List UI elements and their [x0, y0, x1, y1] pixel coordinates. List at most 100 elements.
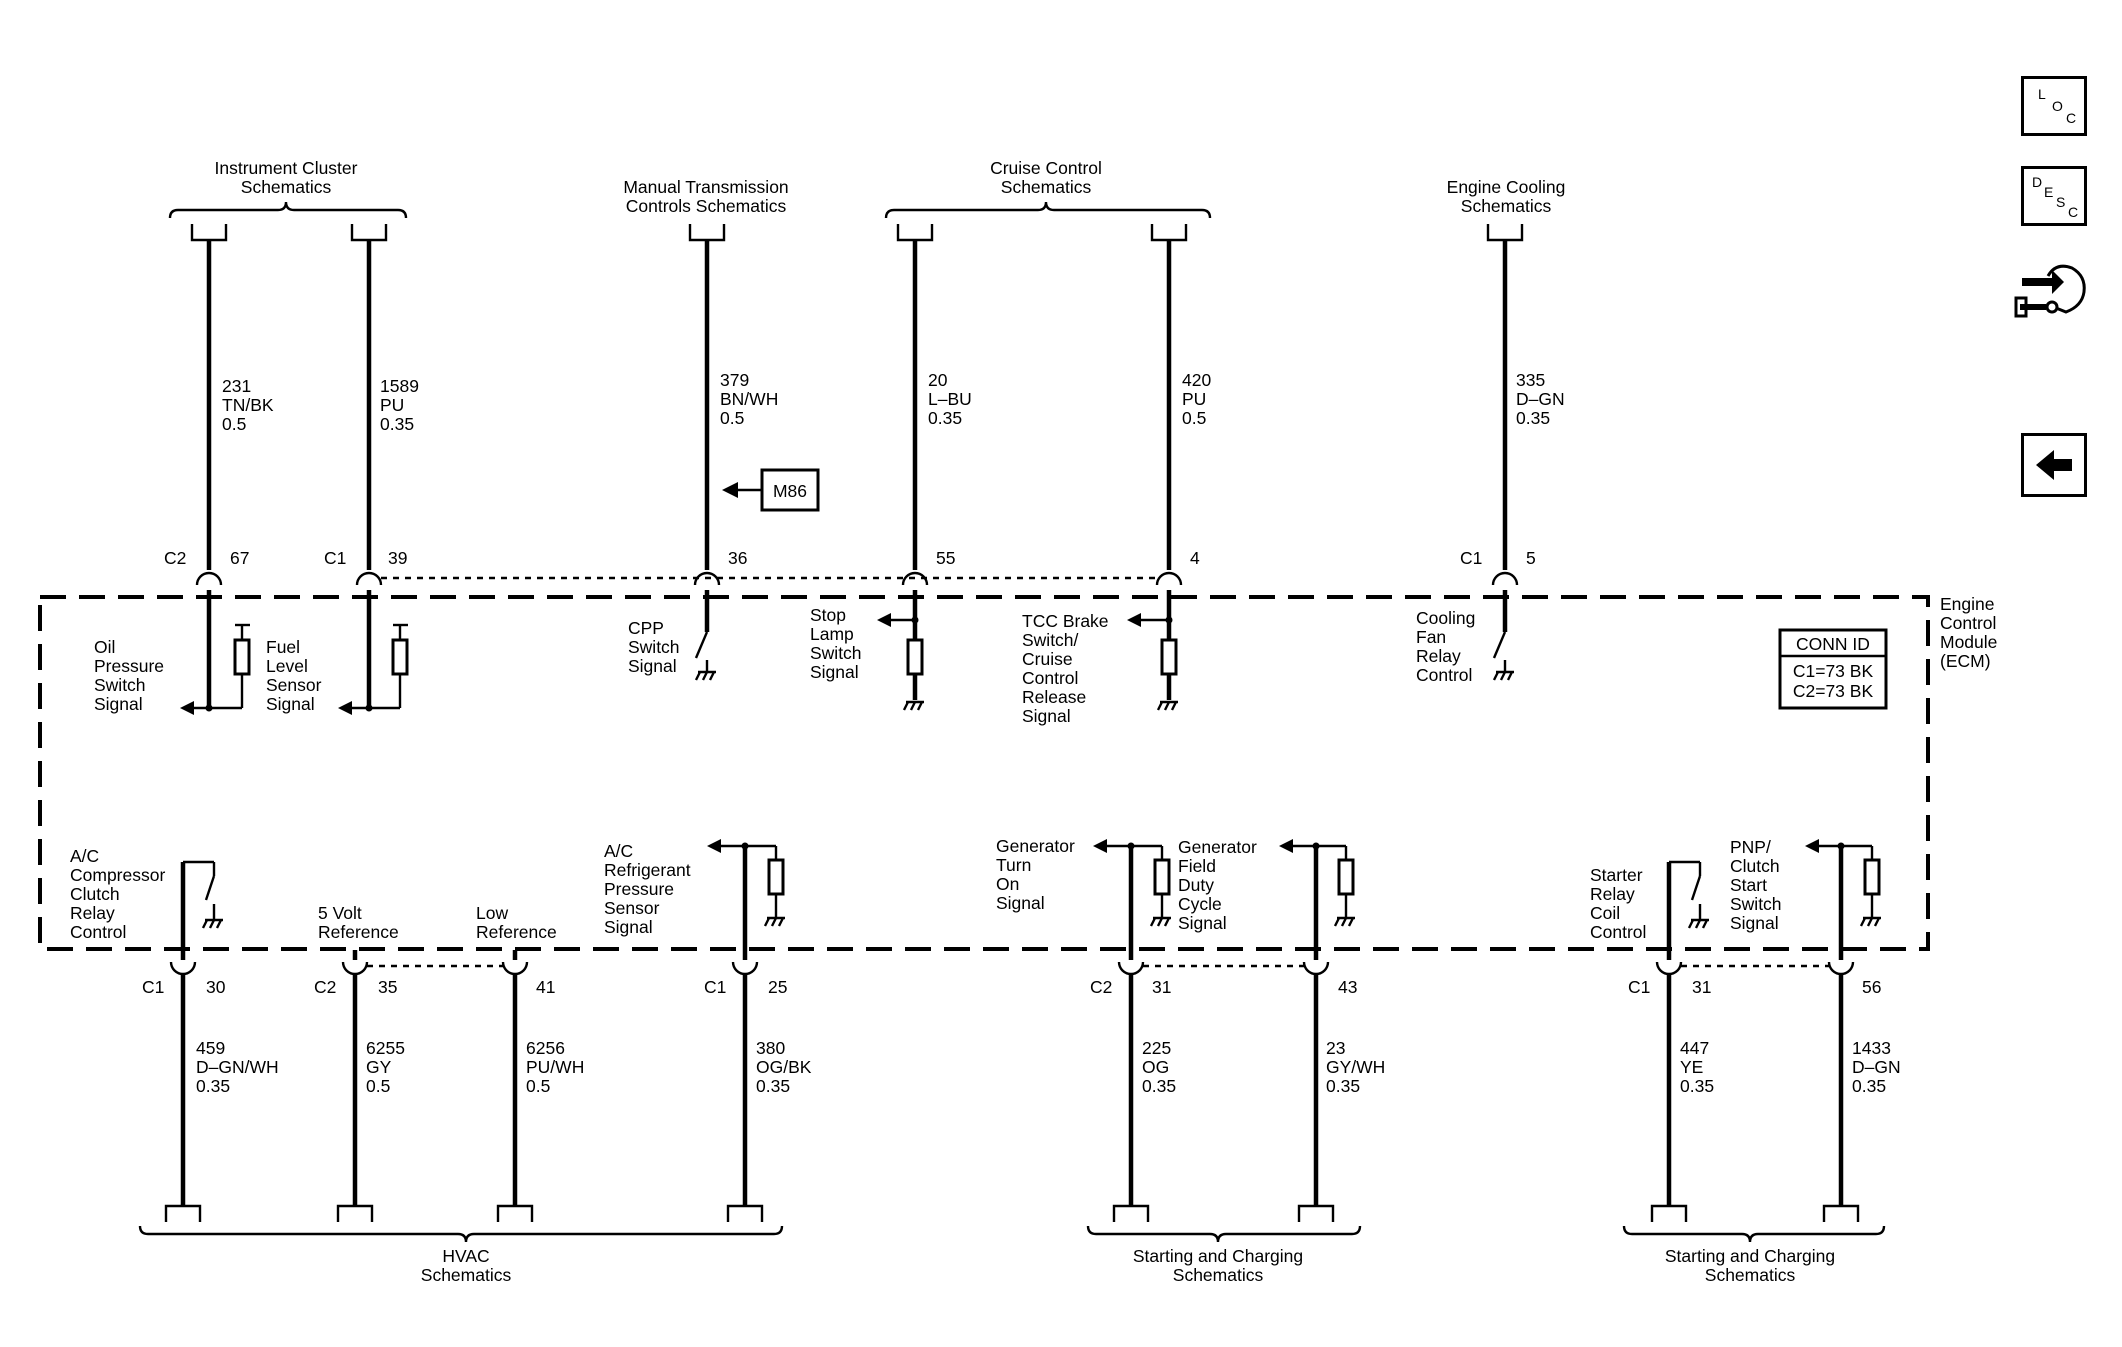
wire-label-6255: 6255 GY 0.5 [366, 1038, 405, 1096]
svg-text:41: 41 [536, 977, 555, 997]
svg-text:C1: C1 [704, 977, 726, 997]
group-manual-transmission[interactable]: Manual Transmission Controls Schematics [623, 177, 788, 216]
svg-text:C2=73 BK: C2=73 BK [1793, 681, 1874, 701]
tcc-brake-signal-label: TCC Brake Switch/ Cruise Control Release… [1022, 611, 1109, 726]
svg-text:BN/WH: BN/WH [720, 389, 778, 409]
group-starting-charging-2[interactable]: Starting and Charging Schematics [1622, 1225, 1886, 1285]
svg-text:Pressure: Pressure [604, 879, 674, 899]
svg-text:Reference: Reference [318, 922, 399, 942]
svg-text:67: 67 [230, 548, 249, 568]
group-starting-charging-1[interactable]: Starting and Charging Schematics [1086, 1225, 1362, 1285]
svg-text:Sensor: Sensor [266, 675, 322, 695]
svg-text:1433: 1433 [1852, 1038, 1891, 1058]
svg-text:Fan: Fan [1416, 627, 1446, 647]
connector-end-view-button[interactable] [2012, 258, 2092, 326]
loc-button[interactable]: L O C [2021, 76, 2087, 136]
svg-text:5: 5 [1526, 548, 1536, 568]
svg-text:39: 39 [388, 548, 407, 568]
wire-label-459: 459 D–GN/WH 0.35 [196, 1038, 279, 1096]
svg-text:225: 225 [1142, 1038, 1171, 1058]
svg-text:Release: Release [1022, 687, 1086, 707]
top-wire-labels: 231 TN/BK 0.5 1589 PU 0.35 379 BN/WH 0.5… [222, 370, 1565, 434]
svg-text:Schematics: Schematics [421, 1265, 512, 1285]
desc-letter-e: E [2044, 184, 2054, 200]
svg-text:C2: C2 [1090, 977, 1112, 997]
wire-label-379: 379 BN/WH 0.5 [720, 370, 778, 428]
svg-text:Module: Module [1940, 632, 1997, 652]
bottom-signal-labels: A/C Compressor Clutch Relay Control 5 Vo… [70, 836, 1782, 942]
svg-text:CPP: CPP [628, 618, 664, 638]
svg-text:Pressure: Pressure [94, 656, 164, 676]
svg-text:HVAC: HVAC [442, 1246, 489, 1266]
svg-text:Signal: Signal [810, 662, 859, 682]
group-instrument-cluster[interactable]: Instrument Cluster Schematics [168, 158, 408, 219]
svg-text:Instrument Cluster: Instrument Cluster [215, 158, 358, 178]
svg-text:A/C: A/C [604, 841, 633, 861]
svg-text:Signal: Signal [996, 893, 1045, 913]
wire-label-420: 420 PU 0.5 [1182, 370, 1211, 428]
bottom-wire-labels: 459 D–GN/WH 0.35 6255 GY 0.5 6256 PU/WH … [196, 1038, 1901, 1096]
five-volt-reference-label: 5 Volt Reference [318, 903, 399, 942]
svg-text:OG/BK: OG/BK [756, 1057, 812, 1077]
group-hvac[interactable]: HVAC Schematics [138, 1225, 784, 1285]
m86-reference[interactable]: M86 [722, 468, 820, 512]
back-button[interactable] [2021, 433, 2087, 497]
svg-text:Engine Cooling: Engine Cooling [1447, 177, 1566, 197]
svg-text:Switch: Switch [1730, 894, 1782, 914]
svg-text:Start: Start [1730, 875, 1767, 895]
svg-text:Stop: Stop [810, 605, 846, 625]
top-signal-labels: Oil Pressure Switch Signal Fuel Level Se… [94, 605, 1475, 726]
svg-text:Oil: Oil [94, 637, 115, 657]
svg-text:Engine: Engine [1940, 594, 1995, 614]
svg-text:Generator: Generator [996, 836, 1075, 856]
svg-text:Coil: Coil [1590, 903, 1620, 923]
ac-refrigerant-pressure-label: A/C Refrigerant Pressure Sensor Signal [604, 841, 691, 937]
bottom-terminals [164, 1204, 1860, 1222]
svg-text:C2: C2 [164, 548, 186, 568]
desc-button[interactable]: D E S C [2021, 166, 2087, 226]
svg-text:Control: Control [1940, 613, 1996, 633]
desc-letter-s: S [2056, 194, 2066, 210]
group-engine-cooling[interactable]: Engine Cooling Schematics [1447, 177, 1566, 216]
svg-text:(ECM): (ECM) [1940, 651, 1991, 671]
back-arrow-icon [2036, 450, 2072, 480]
svg-text:Refrigerant: Refrigerant [604, 860, 691, 880]
svg-text:Starter: Starter [1590, 865, 1643, 885]
svg-text:PU: PU [1182, 389, 1206, 409]
svg-text:C1: C1 [142, 977, 164, 997]
bottom-wires[interactable] [180, 974, 1844, 1206]
svg-text:M86: M86 [773, 481, 807, 501]
svg-text:335: 335 [1516, 370, 1545, 390]
svg-text:Switch: Switch [810, 643, 862, 663]
svg-text:L–BU: L–BU [928, 389, 972, 409]
svg-text:31: 31 [1692, 977, 1711, 997]
svg-text:Schematics: Schematics [241, 177, 332, 197]
svg-text:0.35: 0.35 [756, 1076, 790, 1096]
svg-text:Schematics: Schematics [1705, 1265, 1796, 1285]
svg-text:55: 55 [936, 548, 955, 568]
wire-label-447: 447 YE 0.35 [1680, 1038, 1714, 1096]
svg-text:D–GN/WH: D–GN/WH [196, 1057, 279, 1077]
svg-text:PU: PU [380, 395, 404, 415]
svg-text:D–GN: D–GN [1852, 1057, 1901, 1077]
generator-turn-on-label: Generator Turn On Signal [996, 836, 1075, 913]
svg-text:0.35: 0.35 [1326, 1076, 1360, 1096]
svg-text:0.35: 0.35 [196, 1076, 230, 1096]
svg-text:YE: YE [1680, 1057, 1703, 1077]
loc-letter-o: O [2052, 98, 2063, 114]
ecm-module-boundary [38, 595, 1930, 951]
group-cruise-control[interactable]: Cruise Control Schematics [884, 158, 1212, 219]
svg-text:0.35: 0.35 [1142, 1076, 1176, 1096]
cooling-fan-relay-label: Cooling Fan Relay Control [1416, 608, 1475, 685]
svg-text:459: 459 [196, 1038, 225, 1058]
svg-text:Signal: Signal [1730, 913, 1779, 933]
svg-text:C1=73 BK: C1=73 BK [1793, 661, 1874, 681]
svg-text:Switch: Switch [94, 675, 146, 695]
svg-text:Cruise Control: Cruise Control [990, 158, 1102, 178]
wire-label-1589: 1589 PU 0.35 [380, 376, 419, 434]
svg-text:0.35: 0.35 [1516, 408, 1550, 428]
top-wires[interactable] [206, 240, 1508, 570]
svg-text:Schematics: Schematics [1001, 177, 1092, 197]
svg-text:Lamp: Lamp [810, 624, 854, 644]
